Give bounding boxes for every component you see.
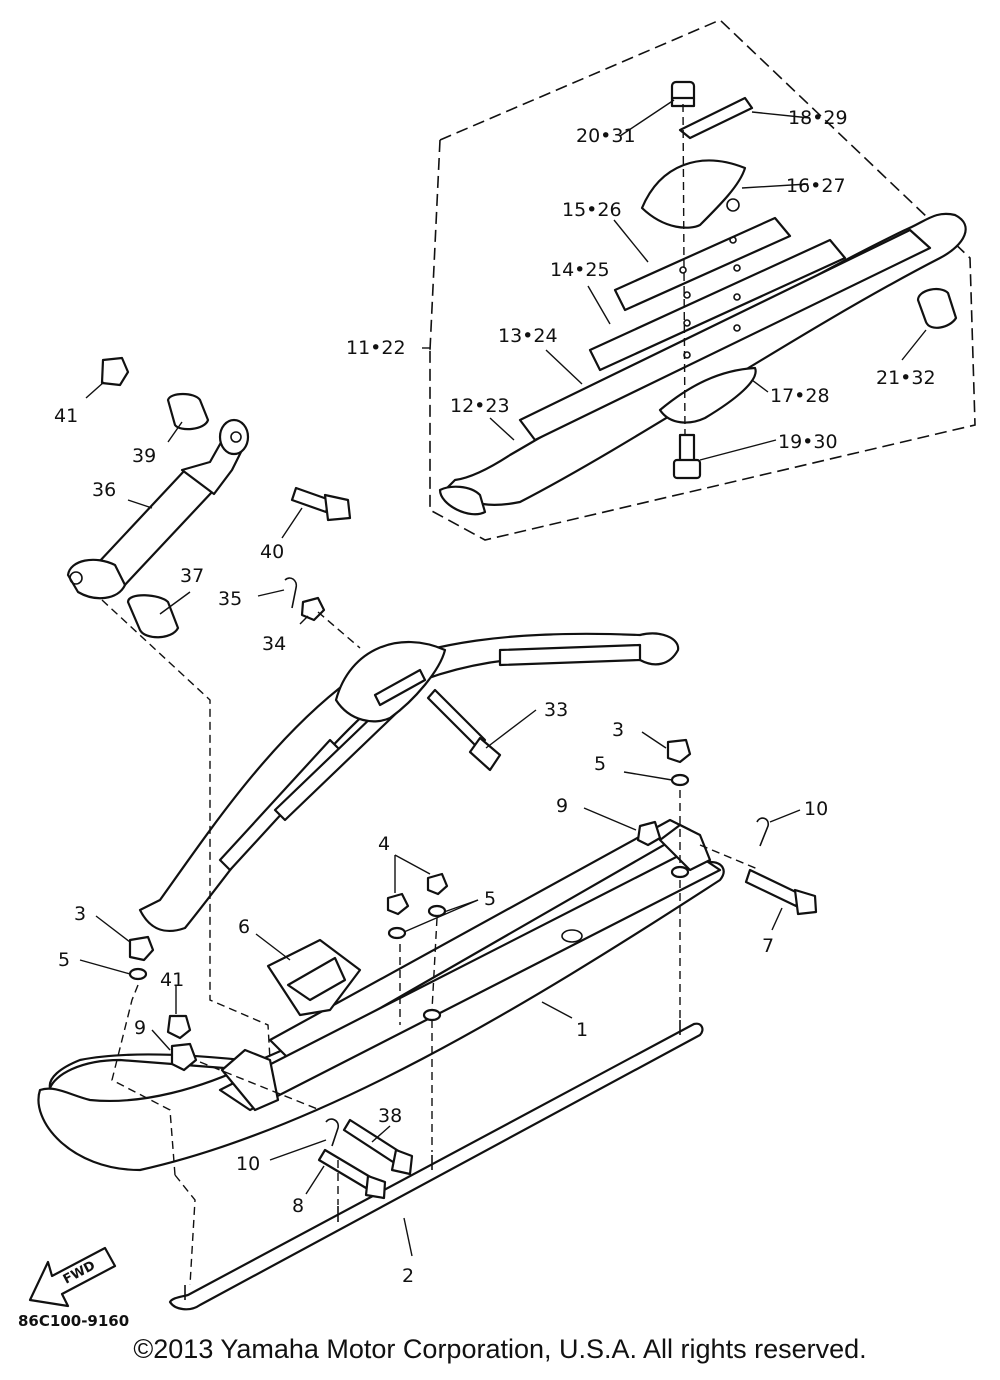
callout-18-29: 18•29 [788, 107, 848, 129]
ski-body [37, 818, 725, 1172]
cotter-pin-10-front [325, 1118, 340, 1147]
callout-36: 36 [92, 479, 116, 501]
ski-runner [168, 1022, 704, 1311]
bolt-40 [290, 486, 352, 522]
callout-6: 6 [238, 916, 250, 938]
callout-3-rear: 3 [612, 719, 624, 741]
callout-16-27: 16•27 [786, 175, 846, 197]
callout-3-front: 3 [74, 903, 86, 925]
bolt-8 [317, 1148, 387, 1200]
callout-8: 8 [292, 1195, 304, 1217]
callout-11-22: 11•22 [346, 337, 406, 359]
callout-10-rear: 10 [804, 798, 828, 820]
callout-13-24: 13•24 [498, 325, 558, 347]
nut-34 [300, 596, 326, 622]
callout-5-mid: 5 [484, 888, 496, 910]
callout-37: 37 [180, 565, 204, 587]
callout-5-rear: 5 [594, 753, 606, 775]
callout-33: 33 [544, 699, 568, 721]
nut-41-top [100, 356, 130, 387]
washer-5-mid-b [387, 926, 407, 940]
callout-21-32: 21•32 [876, 367, 936, 389]
nut-3-front [128, 935, 155, 962]
callout-9-front: 9 [134, 1017, 146, 1039]
copyright-notice: ©2013 Yamaha Motor Corporation, U.S.A. A… [133, 1334, 867, 1364]
bolt-7 [744, 868, 818, 916]
callout-38: 38 [378, 1105, 402, 1127]
cotter-pin-10-rear [756, 817, 770, 847]
callout-7: 7 [762, 935, 774, 957]
ski-leaf-spring [138, 632, 680, 933]
callout-34: 34 [262, 633, 286, 655]
callout-14-25: 14•25 [550, 259, 610, 281]
nut-4b [426, 872, 449, 896]
callout-39: 39 [132, 445, 156, 467]
callout-1: 1 [576, 1019, 588, 1041]
nut-9-rear [636, 820, 662, 847]
callout-40: 40 [260, 541, 284, 563]
callout-4: 4 [378, 833, 390, 855]
callout-labels: 41 39 36 37 40 35 34 33 3 5 9 10 7 4 5 6… [54, 107, 936, 1287]
nut-9-front [170, 1042, 198, 1072]
forward-direction-arrow: FWD [28, 1246, 117, 1308]
callout-35: 35 [218, 588, 242, 610]
shock-absorber [66, 418, 250, 600]
callout-20-31: 20•31 [576, 125, 636, 147]
diagram-part-number: 86C100-9160 [18, 1312, 129, 1330]
callout-10-front: 10 [236, 1153, 260, 1175]
callout-19-30: 19•30 [778, 431, 838, 453]
callout-41-top: 41 [54, 405, 78, 427]
callout-17-28: 17•28 [770, 385, 830, 407]
washer-5-front [128, 967, 148, 981]
nut-4a [386, 892, 410, 916]
collar-39 [166, 392, 210, 431]
callout-2: 2 [402, 1265, 414, 1287]
cotter-pin-35 [284, 577, 298, 609]
leaf-spring-detail [438, 80, 967, 516]
callout-9-rear: 9 [556, 795, 568, 817]
bolt-38 [342, 1118, 414, 1176]
assembly-guide-lines [101, 599, 761, 1286]
spring-detail-inset [429, 19, 976, 541]
washer-5-mid [427, 904, 447, 918]
collar-37 [126, 594, 180, 639]
nut-41-front [166, 1014, 192, 1040]
callout-41-front: 41 [160, 969, 184, 991]
callout-12-23: 12•23 [450, 395, 510, 417]
callout-5-front: 5 [58, 949, 70, 971]
callout-15-26: 15•26 [562, 199, 622, 221]
washer-5-rear [670, 773, 690, 787]
nut-3-rear [666, 738, 692, 764]
leader-lines [79, 99, 927, 1257]
